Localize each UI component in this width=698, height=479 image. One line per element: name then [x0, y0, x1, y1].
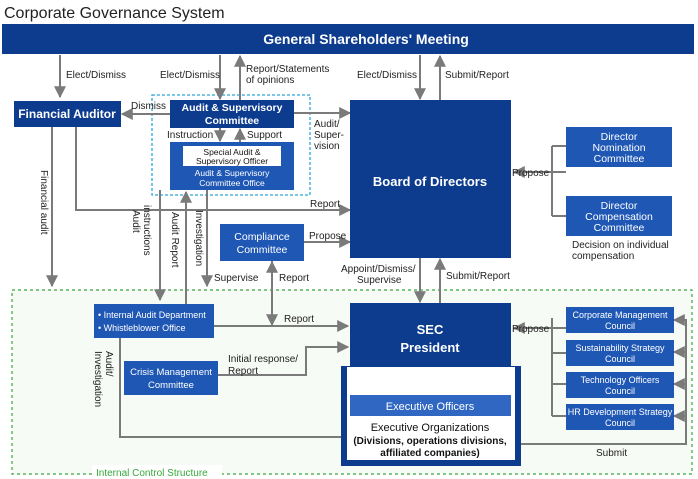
exec-orgs-label-1: Executive Organizations — [371, 422, 490, 434]
corp-mgmt-label-1: Corporate Management — [572, 310, 668, 320]
label-investigation: Investigation — [193, 210, 204, 266]
special-officer-label-2: Supervisory Officer — [196, 156, 268, 166]
exec-orgs-label-3: affiliated companies) — [380, 448, 479, 459]
hr-box — [566, 404, 674, 430]
label-audit-supervision-3: vision — [314, 141, 340, 152]
label-elect-dismiss-2: Elect/Dismiss — [160, 70, 220, 81]
sustainability-label-2: Council — [605, 354, 635, 364]
internal-control-label-bg — [92, 465, 222, 479]
president-box — [350, 303, 511, 367]
compliance-box — [220, 224, 304, 261]
label-audit-instructions-1: Audit — [130, 210, 141, 233]
label-report-3: Report — [284, 314, 314, 325]
label-financial-audit: Financial audit — [38, 170, 49, 235]
compensation-box — [566, 196, 672, 236]
nomination-label-1: Director — [601, 131, 638, 143]
technology-label-1: Technology Officers — [581, 375, 660, 385]
label-audit-supervision-1: Audit/ — [314, 119, 340, 130]
page-title: Corporate Governance System — [4, 5, 225, 22]
audit-committee-region — [151, 94, 311, 196]
label-audit-report: Audit Report — [169, 212, 180, 268]
asc-label-1: Audit & Supervisory — [182, 102, 283, 114]
line-submit — [521, 314, 687, 445]
internal-audit-box — [94, 304, 214, 338]
label-audit-investigation-1: Audit/ — [103, 351, 114, 377]
compensation-note-2: compensation — [572, 251, 634, 262]
president-label-1: SEC — [417, 322, 444, 337]
nomination-label-3: Committee — [594, 153, 645, 165]
label-initial-response-1: Initial response/ — [228, 354, 298, 365]
label-instruction: Instruction — [167, 130, 213, 141]
line-crisis-president — [218, 341, 350, 376]
label-propose-3: Propose — [512, 324, 550, 335]
label-appoint-1: Appoint/Dismiss/ — [341, 264, 416, 275]
label-audit-investigation-2: Investigation — [92, 351, 103, 407]
crisis-label-2: Committee — [148, 380, 194, 391]
special-officer-label-1: Special Audit & — [203, 147, 261, 157]
compensation-label-3: Committee — [594, 222, 645, 234]
label-initial-response-2: Report — [228, 366, 258, 377]
asc-office-label-1: Audit & Supervisory — [195, 168, 270, 178]
hr-label-1: HR Development Strategy — [568, 407, 673, 417]
line-fa-board-report — [75, 127, 352, 216]
exec-officers-label: Executive Officers — [386, 401, 475, 413]
corp-mgmt-box — [566, 307, 674, 333]
special-officer-box — [183, 146, 281, 166]
label-audit-supervision-2: Super- — [314, 130, 344, 141]
label-submit: Submit — [596, 448, 627, 459]
label-audit-instructions-2: instructions — [141, 205, 152, 256]
label-elect-dismiss-1: Elect/Dismiss — [66, 70, 126, 81]
label-report-statements-2: of opinions — [246, 75, 294, 86]
label-propose-1: Propose — [512, 168, 550, 179]
compensation-label-2: Compensation — [585, 211, 653, 223]
gsm-label: General Shareholders' Meeting — [263, 31, 469, 47]
internal-audit-label-2: • Whistleblower Office — [98, 323, 186, 333]
board-label: Board of Directors — [373, 174, 487, 189]
hr-label-2: Council — [605, 418, 635, 428]
sustainability-box — [566, 340, 674, 366]
technology-label-2: Council — [605, 386, 635, 396]
exec-officers-box — [350, 395, 511, 416]
financial-auditor-label: Financial Auditor — [18, 107, 116, 121]
compensation-note-1: Decision on individual — [572, 240, 669, 251]
label-support: Support — [247, 130, 282, 141]
nomination-box — [566, 127, 672, 167]
label-submit-report-1: Submit/Report — [445, 70, 509, 81]
corp-mgmt-label-2: Council — [605, 321, 635, 331]
asc-office-label-2: Committee Office — [199, 178, 265, 188]
crisis-box — [124, 361, 218, 395]
label-report-1: Report — [310, 199, 340, 210]
asc-label-2: Committee — [205, 115, 259, 127]
label-submit-report-2: Submit/Report — [446, 271, 510, 282]
label-report-2: Report — [279, 273, 309, 284]
financial-auditor-box — [14, 101, 121, 127]
internal-control-label: Internal Control Structure — [96, 468, 208, 479]
gsm-box — [2, 24, 694, 54]
label-elect-dismiss-3: Elect/Dismiss — [357, 70, 417, 81]
crisis-label-1: Crisis Management — [130, 367, 212, 378]
compliance-label-1: Compliance — [234, 231, 290, 243]
label-dismiss: Dismiss — [131, 101, 166, 112]
exec-orgs-label-2: (Divisions, operations divisions, — [353, 436, 507, 447]
nomination-label-2: Nomination — [592, 142, 645, 154]
asc-box — [170, 100, 294, 128]
label-report-statements-1: Report/Statements — [246, 64, 329, 75]
sustainability-label-1: Sustainability Strategy — [575, 343, 665, 353]
compliance-label-2: Committee — [237, 244, 288, 256]
compensation-label-1: Director — [601, 200, 638, 212]
line-audit-investigation — [119, 338, 356, 443]
board-box — [350, 100, 511, 258]
label-appoint-2: Supervise — [357, 275, 402, 286]
label-supervise: Supervise — [214, 273, 259, 284]
label-propose-2: Propose — [309, 231, 347, 242]
internal-audit-label-1: • Internal Audit Department — [98, 310, 206, 320]
president-label-2: President — [400, 340, 460, 355]
technology-box — [566, 372, 674, 398]
